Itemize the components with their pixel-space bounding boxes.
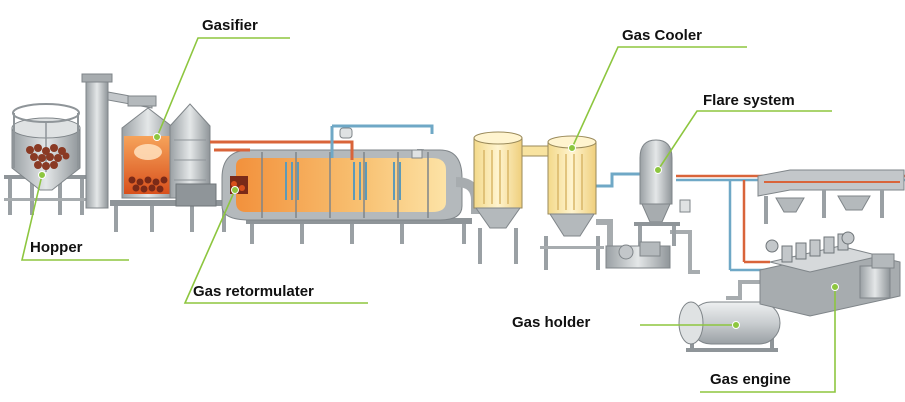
hopper-feedstock — [26, 144, 70, 170]
retormulater-ribs — [261, 152, 429, 218]
gas-blower — [605, 241, 671, 269]
gasifier — [110, 103, 230, 232]
gas-engine — [759, 231, 901, 317]
gas-cooler — [473, 131, 604, 270]
leader-lines — [20, 37, 836, 393]
label-hopper: Hopper — [30, 239, 83, 256]
leader-flare-system — [657, 110, 832, 171]
label-gas-retormulater: Gas retormulater — [193, 283, 314, 300]
bucket-elevator — [81, 73, 157, 209]
leader-gas-engine — [700, 287, 836, 393]
gasifier-char-bed — [128, 176, 168, 193]
leader-hopper — [20, 174, 129, 261]
hopper — [4, 103, 90, 215]
label-gas-holder: Gas holder — [512, 314, 591, 331]
gas-cooler-tubes — [483, 150, 583, 210]
gas-holder — [678, 301, 781, 352]
leader-gas-retormulater — [183, 189, 368, 304]
drying-tray — [757, 169, 905, 224]
label-gas-cooler: Gas Cooler — [622, 27, 703, 44]
leader-gasifier — [156, 37, 290, 138]
leader-dots — [38, 133, 839, 329]
leader-gas-cooler — [571, 46, 747, 149]
label-gasifier: Gasifier — [202, 17, 258, 34]
gas-retormulater — [221, 149, 481, 244]
retormulater-tubes — [285, 162, 401, 200]
label-gas-engine: Gas engine — [710, 371, 791, 388]
label-flare-system: Flare system — [703, 92, 795, 109]
